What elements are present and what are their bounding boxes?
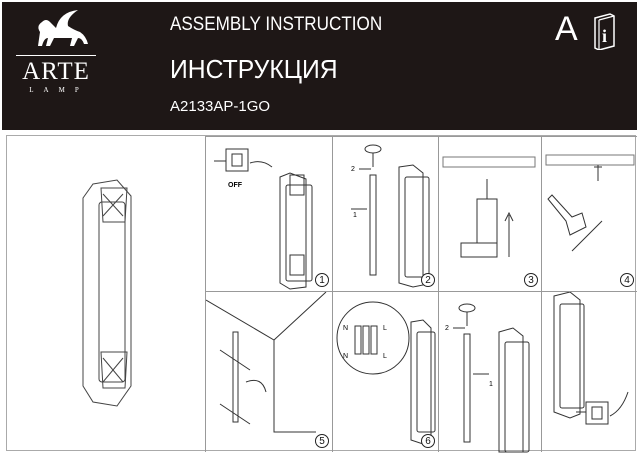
callout: 1 bbox=[353, 212, 357, 219]
callout: 2 bbox=[445, 325, 449, 332]
step-1: OFF 1 bbox=[205, 136, 332, 291]
icon-letter: A bbox=[555, 10, 578, 48]
step-7: 2 1 bbox=[438, 291, 541, 453]
arte-lamp-logo: ARTE LAMP bbox=[16, 8, 96, 94]
model-number: A2133AP-1GO bbox=[170, 98, 271, 115]
step-number: 3 bbox=[524, 273, 538, 287]
step-2: 2 1 2 bbox=[332, 136, 438, 291]
instruction-book-icon: i bbox=[594, 13, 615, 50]
off-label: OFF bbox=[228, 182, 243, 189]
step-number: 2 bbox=[421, 273, 435, 287]
instruction-grid: OFF 1 2 1 2 3 bbox=[6, 135, 637, 453]
title-ru: ИНСТРУКЦИЯ bbox=[170, 54, 338, 84]
step-8 bbox=[541, 291, 637, 452]
lamp-front-drawing bbox=[82, 179, 132, 407]
lamp-overview bbox=[7, 136, 205, 452]
wire-label: L bbox=[383, 325, 387, 332]
step-number: 6 bbox=[421, 434, 435, 448]
hammer-dowel-drawing bbox=[545, 154, 635, 252]
step-4: 4 bbox=[541, 136, 637, 291]
screw-bracket-drawing bbox=[206, 292, 327, 433]
step-number: 4 bbox=[620, 273, 634, 287]
step-number: 1 bbox=[315, 273, 329, 287]
wire-label: N bbox=[343, 353, 348, 360]
wiring-drawing: N L N L bbox=[336, 301, 436, 445]
lion-logo-icon bbox=[38, 10, 88, 46]
callout: 1 bbox=[489, 381, 493, 388]
title-en: ASSEMBLY INSTRUCTION bbox=[170, 14, 383, 35]
mount-bracket-drawing: 2 1 bbox=[351, 144, 430, 288]
step-3: 3 bbox=[438, 136, 541, 291]
step-5: 5 bbox=[205, 291, 332, 452]
callout: 2 bbox=[351, 166, 355, 173]
step-6: N L N L 6 bbox=[332, 291, 438, 452]
svg-text:i: i bbox=[602, 26, 607, 46]
header: ARTE LAMP ASSEMBLY INSTRUCTION ИНСТРУКЦИ… bbox=[2, 2, 637, 130]
step-number: 5 bbox=[315, 434, 329, 448]
wire-label: N bbox=[343, 325, 348, 332]
switch-off-drawing: OFF bbox=[214, 148, 313, 290]
attach-lamp-drawing: 2 1 bbox=[445, 303, 530, 453]
switch-on-drawing bbox=[553, 292, 629, 425]
wire-label: L bbox=[383, 353, 387, 360]
drill-drawing bbox=[442, 156, 536, 258]
